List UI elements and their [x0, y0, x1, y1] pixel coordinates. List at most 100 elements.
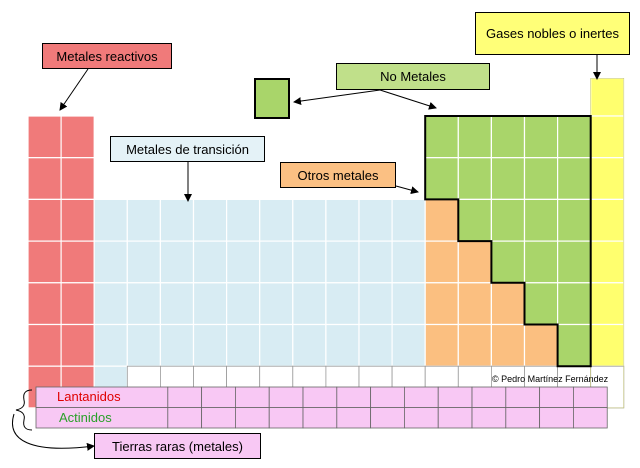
rare-earth-cell	[573, 386, 608, 408]
row-label-lanthanides: Lantanidos	[57, 389, 121, 404]
arrow-other	[395, 185, 419, 195]
rare-earth-cell	[437, 407, 473, 429]
element-cell-reactive	[60, 323, 95, 367]
arrow-reactive	[59, 68, 89, 111]
element-cell-reactive	[27, 198, 62, 242]
element-cell-transition	[126, 282, 162, 326]
arrow-nonmetal-right	[379, 89, 437, 110]
element-cell-transition	[226, 198, 261, 242]
element-cell-transition	[192, 198, 228, 242]
element-cell-transition	[358, 240, 393, 284]
element-cell-nonmetal	[457, 115, 492, 159]
element-cell-transition	[292, 282, 327, 326]
rare-earth-cell	[404, 407, 439, 429]
element-cell-transition	[93, 198, 128, 242]
element-cell-transition	[325, 323, 360, 367]
rare-earth-cell	[302, 407, 338, 429]
element-cell-other	[424, 198, 459, 242]
rare-earth-cell	[539, 407, 574, 429]
rare-earth-cell	[235, 407, 270, 429]
element-cell-noble	[590, 198, 625, 242]
element-cell-other	[523, 323, 559, 367]
nonmetal-region-border	[424, 115, 592, 368]
element-cell-transition	[358, 323, 393, 367]
element-cell-transition	[391, 198, 426, 242]
element-cell-nonmetal	[523, 198, 559, 242]
element-cell-other	[457, 323, 492, 367]
element-cell-other	[424, 323, 459, 367]
element-cell-nonmetal	[523, 157, 559, 200]
rare-earth-table-grid	[35, 386, 608, 429]
rare-earth-cell	[302, 386, 338, 408]
rare-earth-cell	[471, 386, 507, 408]
element-cell-transition	[159, 282, 195, 326]
element-cell-reactive	[27, 323, 62, 367]
brace-rare-earths	[15, 389, 33, 431]
element-cell-reactive	[60, 115, 95, 159]
rare-earth-cell	[539, 386, 574, 408]
element-cell-transition	[358, 282, 393, 326]
element-cell-transition	[391, 240, 426, 284]
rare-earth-cell	[573, 407, 608, 429]
element-cell-nonmetal	[457, 198, 492, 242]
element-cell-nonmetal	[556, 157, 592, 200]
main-table-grid	[27, 77, 625, 409]
rare-earth-cell	[336, 386, 372, 408]
element-cell-transition	[192, 282, 228, 326]
arrow-rare-earths	[12, 413, 95, 451]
row-label-actinides: Actinidos	[59, 410, 112, 425]
element-cell-transition	[259, 282, 294, 326]
label-transition-metals: Metales de transición	[110, 136, 265, 162]
element-cell-transition	[226, 240, 261, 284]
element-cell-nonmetal	[424, 115, 459, 159]
element-cell-nonmetal	[457, 157, 492, 200]
element-cell-other	[424, 282, 459, 326]
nonmetal-staircase-border	[424, 115, 592, 368]
element-cell-transition	[391, 282, 426, 326]
element-cell-transition	[292, 198, 327, 242]
element-cell-nonmetal	[556, 323, 592, 367]
element-cell-nonmetal	[556, 198, 592, 242]
element-cell-transition	[93, 240, 128, 284]
element-cell-nonmetal	[556, 282, 592, 326]
rare-earth-cell	[370, 407, 405, 429]
element-cell-transition	[126, 198, 162, 242]
element-cell-reactive	[60, 240, 95, 284]
element-cell-other	[457, 282, 492, 326]
element-cell-reactive	[27, 240, 62, 284]
arrow-nonmetal-left	[293, 89, 381, 105]
element-cell-other	[490, 323, 526, 367]
element-cell-noble	[590, 115, 625, 159]
element-cell-noble	[590, 157, 625, 200]
element-cell-noble	[590, 323, 625, 367]
rare-earth-cell	[471, 407, 507, 429]
element-cell-transition	[325, 240, 360, 284]
label-reactive-metals: Metales reactivos	[42, 43, 172, 69]
label-other-metals: Otros metales	[280, 162, 396, 188]
element-cell-noble	[590, 282, 625, 326]
hydrogen-nonmetal-cell	[254, 78, 290, 119]
element-cell-noble	[590, 240, 625, 284]
element-cell-transition	[159, 240, 195, 284]
element-cell-transition	[325, 282, 360, 326]
element-cell-reactive	[60, 198, 95, 242]
element-cell-other	[457, 240, 492, 284]
element-cell-other	[490, 282, 526, 326]
element-cell-transition	[325, 198, 360, 242]
element-cell-transition	[391, 323, 426, 367]
label-noble-gases: Gases nobles o inertes	[475, 12, 630, 55]
rare-earth-cell	[505, 386, 541, 408]
author-credit: © Pedro Martínez Fernández	[492, 374, 609, 384]
rare-earth-cell	[404, 386, 439, 408]
element-cell-reactive	[27, 157, 62, 200]
element-cell-transition	[159, 323, 195, 367]
label-rare-earths: Tierras raras (metales)	[94, 433, 261, 459]
rare-earth-cell	[167, 386, 203, 408]
element-cell-nonmetal	[490, 240, 526, 284]
rare-earth-cell	[505, 407, 541, 429]
element-cell-transition	[358, 198, 393, 242]
element-cell-transition	[192, 240, 228, 284]
element-cell-reactive	[27, 115, 62, 159]
element-cell-noble	[590, 77, 625, 117]
element-cell-transition	[159, 198, 195, 242]
